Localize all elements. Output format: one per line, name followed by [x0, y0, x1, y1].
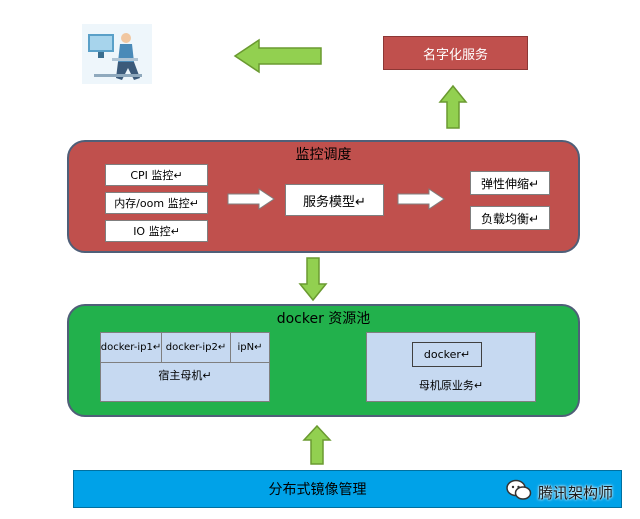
- elastic-scaling-box: 弹性伸缩↵: [470, 171, 550, 195]
- metric-memory-box: 内存/oom 监控↵: [105, 192, 208, 214]
- docker-ip2-label: docker-ip2↵: [165, 342, 227, 353]
- left-arrow-icon: [233, 38, 323, 74]
- docker-ip1-cell: docker-ip1↵: [100, 332, 162, 363]
- load-balancing-box: 负载均衡↵: [470, 206, 550, 230]
- naming-service-label: 名字化服务: [422, 47, 488, 63]
- metric-memory-label: 内存/oom 监控↵: [114, 197, 199, 210]
- docker-ip2-cell: docker-ip2↵: [161, 332, 231, 363]
- right-arrow-icon: [397, 188, 445, 210]
- service-model-label: 服务模型↵: [303, 194, 366, 210]
- wechat-logo-icon: [506, 479, 532, 505]
- native-business-label: 母机原业务↵: [418, 379, 484, 392]
- monitor-scheduling-panel: 监控调度 CPI 监控↵ 内存/oom 监控↵ IO 监控↵ 服务模型↵ 弹性伸…: [67, 140, 580, 253]
- monitor-title: 监控调度: [295, 147, 352, 163]
- naming-service-box: 名字化服务: [383, 36, 528, 70]
- metric-io-label: IO 监控↵: [133, 225, 180, 238]
- metric-cpi-label: CPI 监控↵: [130, 169, 183, 182]
- elastic-scaling-label: 弹性伸缩↵: [480, 176, 540, 191]
- native-business-box: docker↵ 母机原业务↵: [366, 332, 536, 402]
- watermark-text: 腾讯架构师: [538, 483, 614, 502]
- docker-resource-pool-panel: docker 资源池 docker-ip1↵ docker-ip2↵ ipN↵ …: [67, 304, 580, 417]
- right-arrow-icon: [227, 188, 275, 210]
- service-model-box: 服务模型↵: [285, 184, 384, 216]
- docker-pool-title: docker 资源池: [276, 311, 371, 327]
- image-management-bar: 分布式镜像管理: [73, 470, 622, 508]
- up-arrow-icon: [302, 424, 332, 466]
- docker-ipn-cell: ipN↵: [230, 332, 270, 363]
- up-arrow-icon: [438, 84, 468, 130]
- host-machine-box: docker-ip1↵ docker-ip2↵ ipN↵ 宿主母机↵: [100, 332, 270, 402]
- host-machine-label: 宿主母机↵: [158, 369, 212, 382]
- metric-cpi-box: CPI 监控↵: [105, 164, 208, 186]
- metric-io-box: IO 监控↵: [105, 220, 208, 242]
- watermark: 腾讯架构师: [506, 472, 638, 512]
- load-balancing-label: 负载均衡↵: [480, 211, 540, 226]
- inner-docker-label: docker↵: [423, 348, 471, 361]
- docker-ip1-label: docker-ip1↵: [100, 342, 162, 353]
- image-management-label: 分布式镜像管理: [268, 482, 367, 498]
- inner-docker-box: docker↵: [412, 342, 482, 367]
- docker-ipn-label: ipN↵: [237, 342, 263, 353]
- user-at-computer-icon: [82, 24, 152, 84]
- down-arrow-icon: [298, 256, 328, 302]
